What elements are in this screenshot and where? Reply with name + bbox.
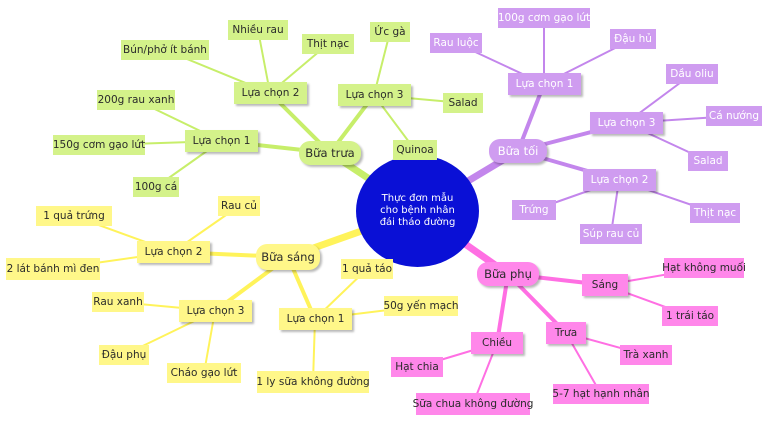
lunch-option-3-item: Ức gà bbox=[370, 22, 410, 42]
dinner-option-1: Lựa chọn 1 bbox=[508, 73, 581, 95]
snack-noon: Trưa bbox=[546, 322, 586, 344]
dinner-option-2-item: Thịt nạc bbox=[690, 203, 740, 223]
snack-noon-item: Trà xanh bbox=[620, 345, 672, 365]
breakfast-option-3-item: Đậu phụ bbox=[99, 345, 149, 365]
lunch-option-1: Lựa chọn 1 bbox=[185, 130, 258, 152]
lunch-option-3-item: Quinoa bbox=[393, 140, 437, 160]
snack-noon-item: 5-7 hạt hạnh nhân bbox=[552, 384, 650, 404]
breakfast-option-1: Lựa chọn 1 bbox=[279, 308, 352, 330]
snack-morning: Sáng bbox=[582, 274, 628, 296]
branch-dinner: Bữa tối bbox=[489, 139, 547, 163]
branch-breakfast: Bữa sáng bbox=[256, 244, 320, 270]
lunch-option-2: Lựa chọn 2 bbox=[234, 82, 307, 104]
dinner-option-3-item: Dầu oliu bbox=[666, 64, 718, 84]
snack-afternoon-item: Sữa chua không đường bbox=[413, 393, 533, 415]
dinner-option-3: Lựa chọn 3 bbox=[590, 112, 663, 134]
dinner-option-1-item: Rau luộc bbox=[430, 33, 482, 53]
dinner-option-2: Lựa chọn 2 bbox=[583, 169, 656, 191]
lunch-option-1-item: 100g cá bbox=[133, 177, 179, 197]
lunch-option-2-item: Thịt nạc bbox=[302, 34, 354, 54]
breakfast-option-1-item: 1 quả táo bbox=[341, 259, 393, 279]
snack-morning-item: 1 trái táo bbox=[662, 306, 718, 326]
branch-snack: Bữa phụ bbox=[477, 262, 539, 286]
lunch-option-3: Lựa chọn 3 bbox=[338, 84, 411, 106]
snack-afternoon: Chiều bbox=[471, 332, 523, 354]
breakfast-option-2: Lựa chọn 2 bbox=[137, 241, 210, 263]
breakfast-option-3-item: Cháo gạo lứt bbox=[167, 363, 241, 383]
breakfast-option-1-item: 1 ly sữa không đường bbox=[256, 371, 370, 393]
dinner-option-2-item: Súp rau củ bbox=[580, 224, 642, 244]
dinner-option-3-item: Cá nướng bbox=[706, 106, 762, 126]
dinner-option-1-item: Đậu hủ bbox=[610, 29, 656, 49]
breakfast-option-3-item: Rau xanh bbox=[92, 292, 144, 312]
lunch-option-2-item: Bún/phở ít bánh bbox=[121, 40, 209, 60]
breakfast-option-3: Lựa chọn 3 bbox=[179, 300, 252, 322]
dinner-option-3-item: Salad bbox=[688, 151, 728, 171]
snack-afternoon-item: Hạt chia bbox=[391, 357, 443, 377]
lunch-option-3-item: Salad bbox=[443, 93, 483, 113]
lunch-option-2-item: Nhiều rau bbox=[228, 20, 288, 40]
dinner-option-2-item: Trứng bbox=[512, 200, 556, 220]
branch-lunch: Bữa trưa bbox=[299, 141, 361, 165]
lunch-option-1-item: 150g cơm gạo lứt bbox=[53, 135, 145, 155]
dinner-option-1-item: 100g cơm gạo lứt bbox=[498, 8, 590, 28]
breakfast-option-2-item: 1 quả trứng bbox=[36, 206, 112, 226]
breakfast-option-2-item: 2 lát bánh mì đen bbox=[6, 258, 100, 280]
breakfast-option-1-item: 50g yến mạch bbox=[383, 296, 459, 316]
snack-morning-item: Hạt không muối bbox=[662, 258, 746, 278]
breakfast-option-2-item: Rau củ bbox=[218, 196, 260, 216]
central-topic: Thực đơn mẫu cho bệnh nhân đái tháo đườn… bbox=[356, 155, 479, 267]
lunch-option-1-item: 200g rau xanh bbox=[97, 90, 175, 110]
